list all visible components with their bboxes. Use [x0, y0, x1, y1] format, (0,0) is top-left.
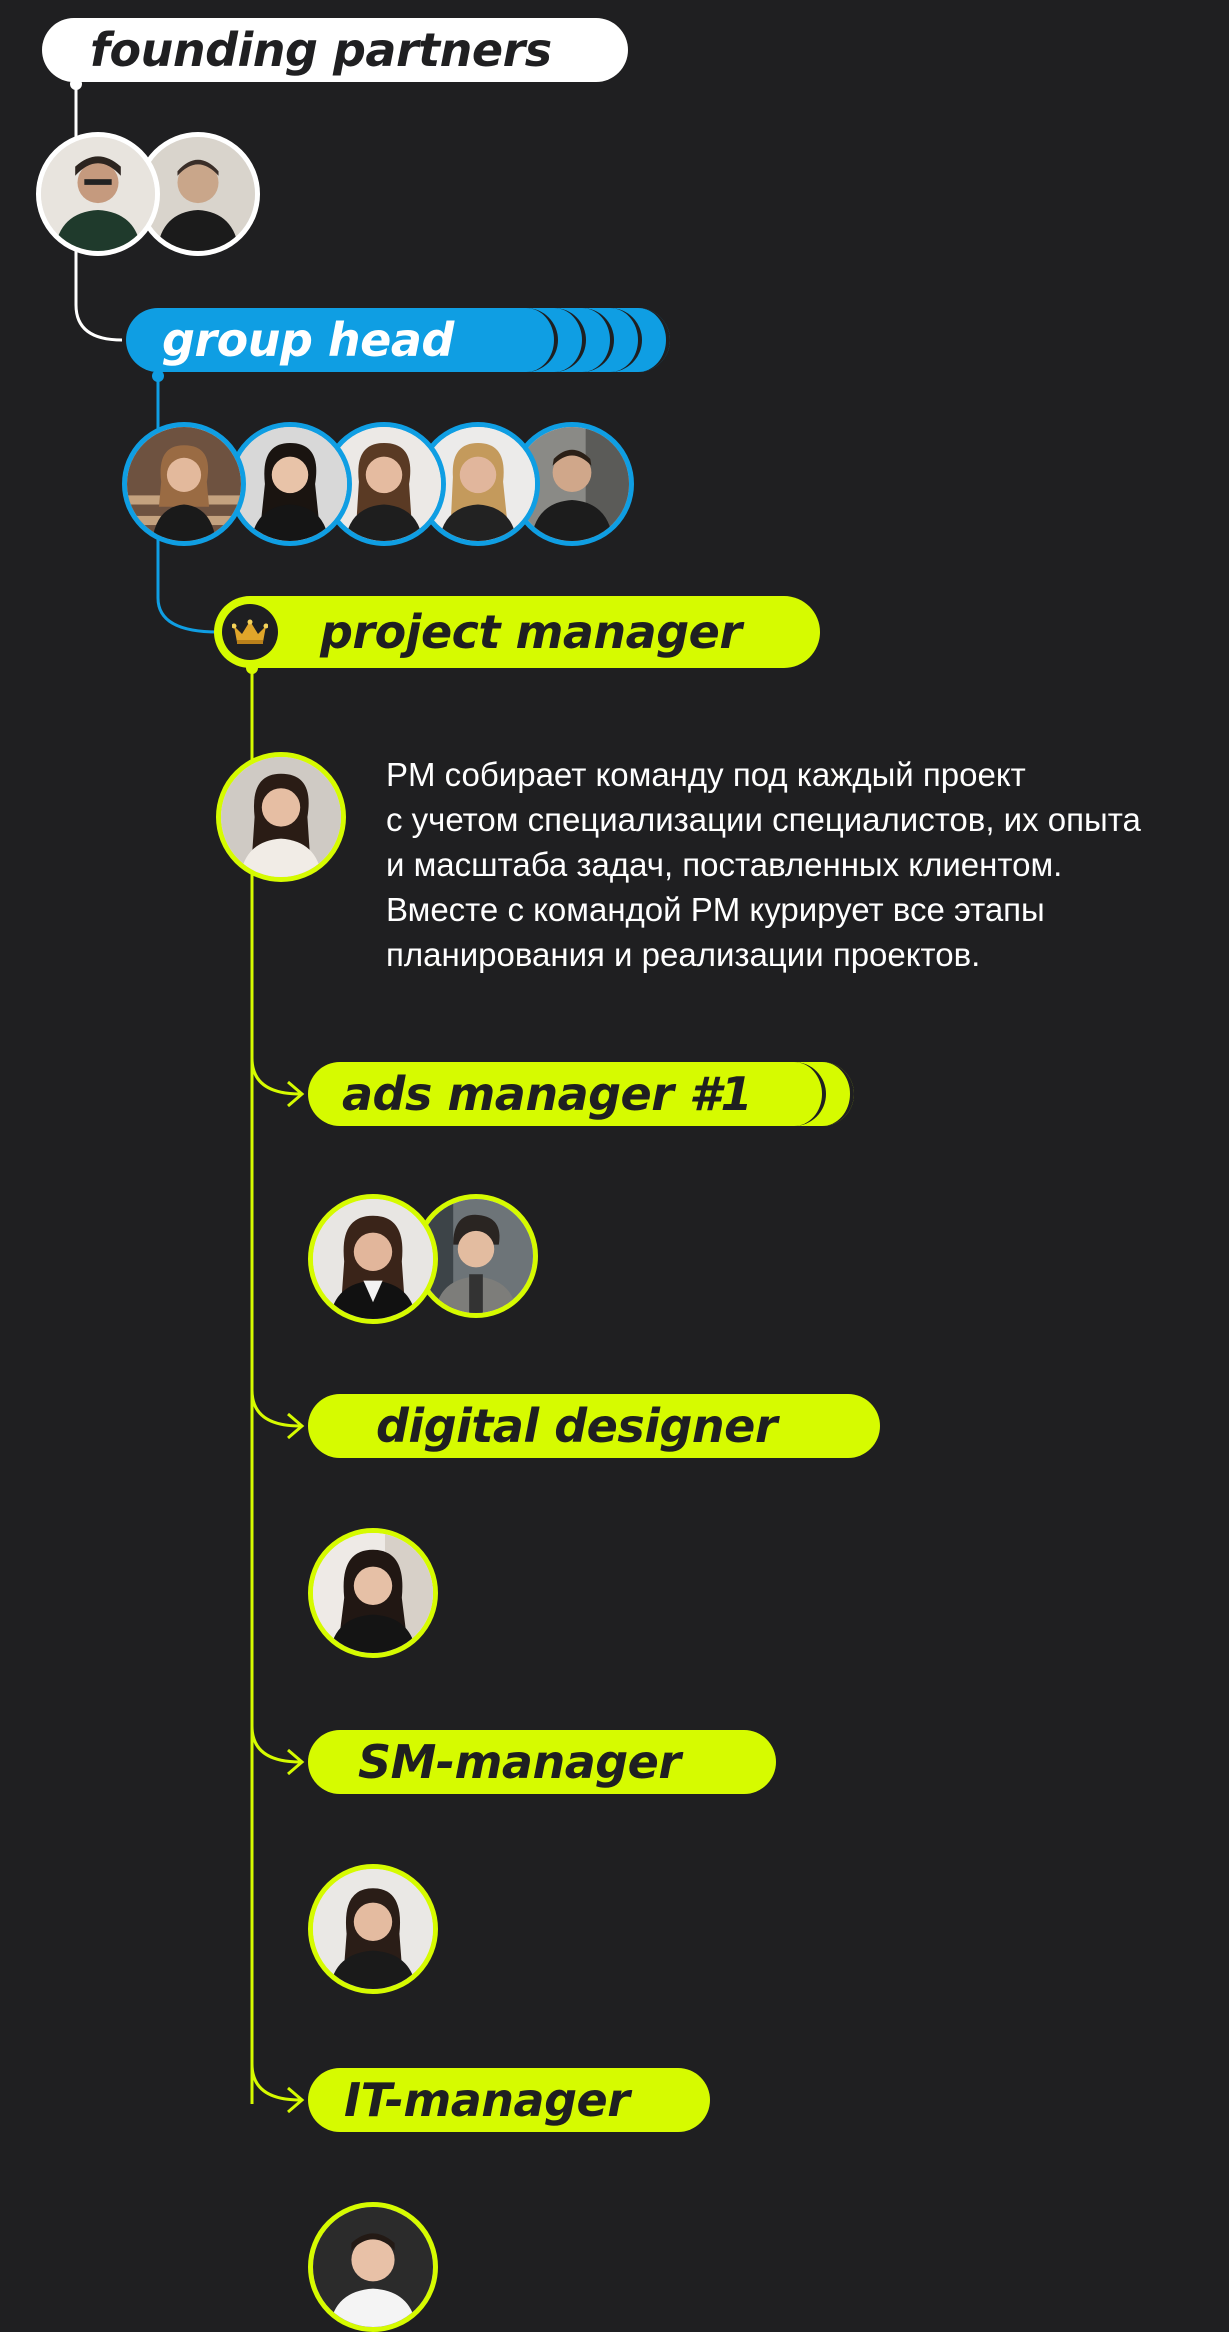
avatar — [308, 1528, 438, 1658]
digital-designer-label: digital designer — [376, 1399, 778, 1453]
avatar — [36, 132, 160, 256]
ads-manager-label: ads manager #1 — [342, 1067, 752, 1121]
project-manager-pill: project manager — [214, 596, 820, 668]
sm-manager-pill: SM-manager — [308, 1730, 776, 1794]
founding-partners-pill: founding partners — [42, 18, 628, 82]
it-manager-pill: IT-manager — [308, 2068, 710, 2132]
avatar — [216, 752, 346, 882]
digital-designer-pill: digital designer — [308, 1394, 880, 1458]
ads-manager-pill: ads manager #1 — [308, 1062, 854, 1126]
sm-manager-label: SM-manager — [358, 1735, 681, 1789]
description-line: Вместе с командой PM курирует все этапы — [386, 891, 1045, 928]
avatar — [322, 422, 446, 546]
description-line: планирования и реализации проектов. — [386, 936, 981, 973]
group-head-label: group head — [162, 313, 454, 367]
role-branches — [250, 1057, 305, 2114]
avatar — [228, 422, 352, 546]
chevron-decoration — [766, 1062, 826, 1126]
avatar — [308, 2202, 438, 2332]
description-line: с учетом специализации специалистов, их … — [386, 801, 1141, 838]
project-manager-label: project manager — [320, 605, 742, 659]
group-head-connector — [156, 372, 219, 634]
project-manager-description: PM собирает команду под каждый проект с … — [386, 752, 1216, 977]
avatar — [308, 1864, 438, 1994]
founders-connector — [74, 80, 123, 342]
avatar — [122, 422, 246, 546]
description-line: PM собирает команду под каждый проект — [386, 756, 1026, 793]
description-line: и масштаба задач, поставленных клиентом. — [386, 846, 1063, 883]
avatar — [308, 1194, 438, 1324]
chevron-decoration — [498, 308, 558, 372]
group-head-connector-dot — [152, 370, 164, 382]
it-manager-label: IT-manager — [344, 2073, 630, 2127]
avatar — [416, 422, 540, 546]
group-head-pill: group head — [126, 308, 670, 372]
crown-icon — [222, 604, 278, 660]
founding-partners-label: founding partners — [90, 23, 552, 77]
